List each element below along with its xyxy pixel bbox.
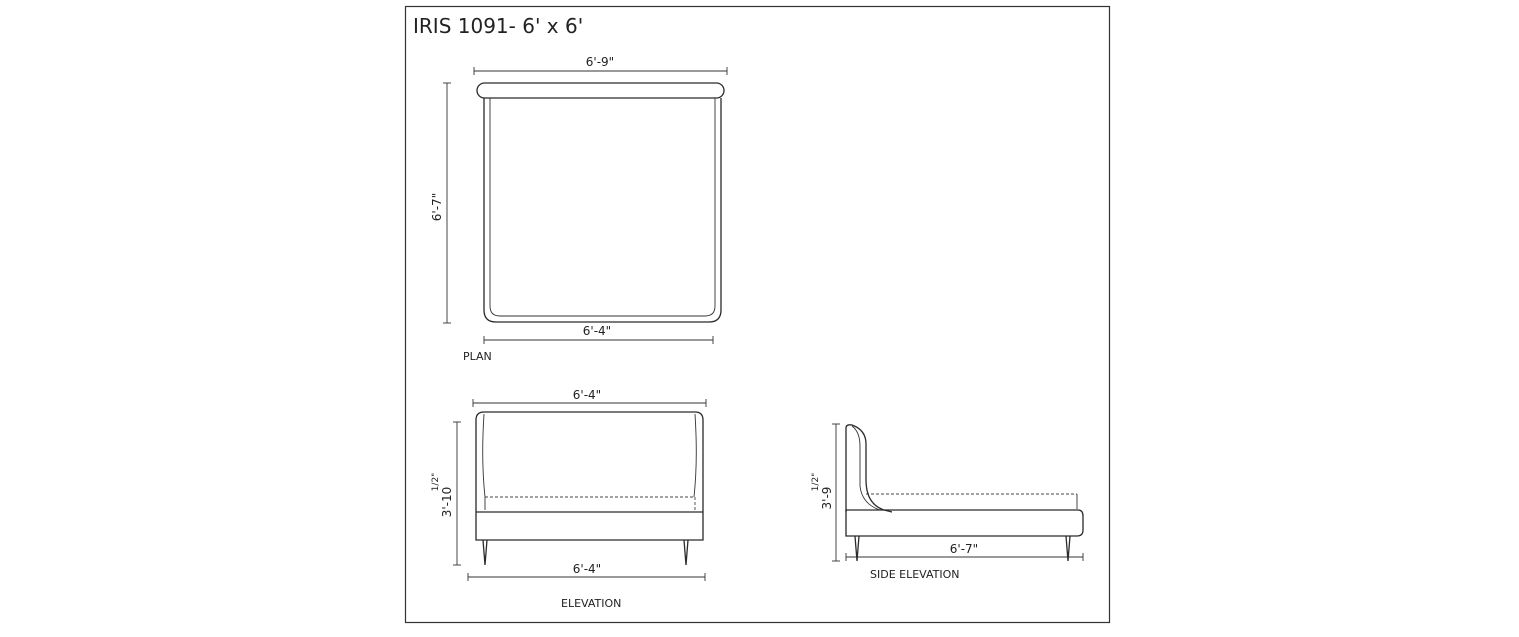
side-dim-height: 3'-9 1/2" bbox=[811, 423, 840, 562]
side-dim-length-label: 6'-7" bbox=[950, 542, 978, 556]
plan-bed-frame bbox=[483, 98, 722, 323]
side-dim-height-fraction: 1/2" bbox=[811, 473, 821, 492]
side-elevation-label: SIDE ELEVATION bbox=[870, 568, 960, 581]
plan-dim-top-label: 6'-9" bbox=[586, 55, 614, 69]
side-headboard-inner bbox=[851, 425, 881, 511]
elevation-view: 6'-4" 3'-10 1/2" 6'-4" ELEVATION bbox=[431, 388, 707, 610]
side-dim-height-label: 3'-9 bbox=[820, 487, 834, 510]
elevation-label: ELEVATION bbox=[561, 597, 621, 610]
elevation-leg-left bbox=[482, 539, 488, 566]
side-leg-back bbox=[1065, 535, 1071, 562]
plan-dim-top: 6'-9" bbox=[473, 55, 728, 75]
elevation-dim-bottom: 6'-4" bbox=[467, 562, 706, 581]
side-leg-front bbox=[854, 535, 860, 562]
plan-headboard bbox=[476, 82, 725, 99]
sheet-border bbox=[404, 5, 1111, 624]
elevation-dim-height-label: 3'-10 bbox=[440, 487, 454, 518]
side-headboard bbox=[845, 424, 893, 513]
plan-view: 6'-9" 6'-7" 6'-4" PLAN bbox=[430, 55, 728, 363]
plan-dim-left-label: 6'-7" bbox=[430, 193, 444, 221]
elevation-dim-bottom-label: 6'-4" bbox=[573, 562, 601, 576]
side-elevation-view: 3'-9 1/2" 6'-7" SIDE ELEVATION bbox=[811, 423, 1084, 581]
plan-dim-left: 6'-7" bbox=[430, 82, 451, 324]
plan-dim-bottom: 6'-4" bbox=[483, 324, 714, 344]
elevation-mattress bbox=[485, 496, 696, 510]
plan-dim-bottom-label: 6'-4" bbox=[583, 324, 611, 338]
elevation-wings bbox=[482, 413, 697, 498]
elevation-dim-height: 3'-10 1/2" bbox=[431, 421, 461, 566]
drawing-title: IRIS 1091- 6' x 6' bbox=[413, 14, 583, 38]
plan-label: PLAN bbox=[463, 350, 492, 363]
elevation-dim-top: 6'-4" bbox=[472, 388, 707, 407]
elevation-leg-right bbox=[683, 539, 689, 566]
elevation-dim-top-label: 6'-4" bbox=[573, 388, 601, 402]
plan-bed-frame-inner bbox=[489, 98, 716, 317]
elevation-dim-height-fraction: 1/2" bbox=[431, 473, 441, 492]
side-base bbox=[845, 509, 1084, 537]
side-dim-length: 6'-7" bbox=[845, 542, 1084, 561]
elevation-headboard bbox=[475, 411, 704, 541]
